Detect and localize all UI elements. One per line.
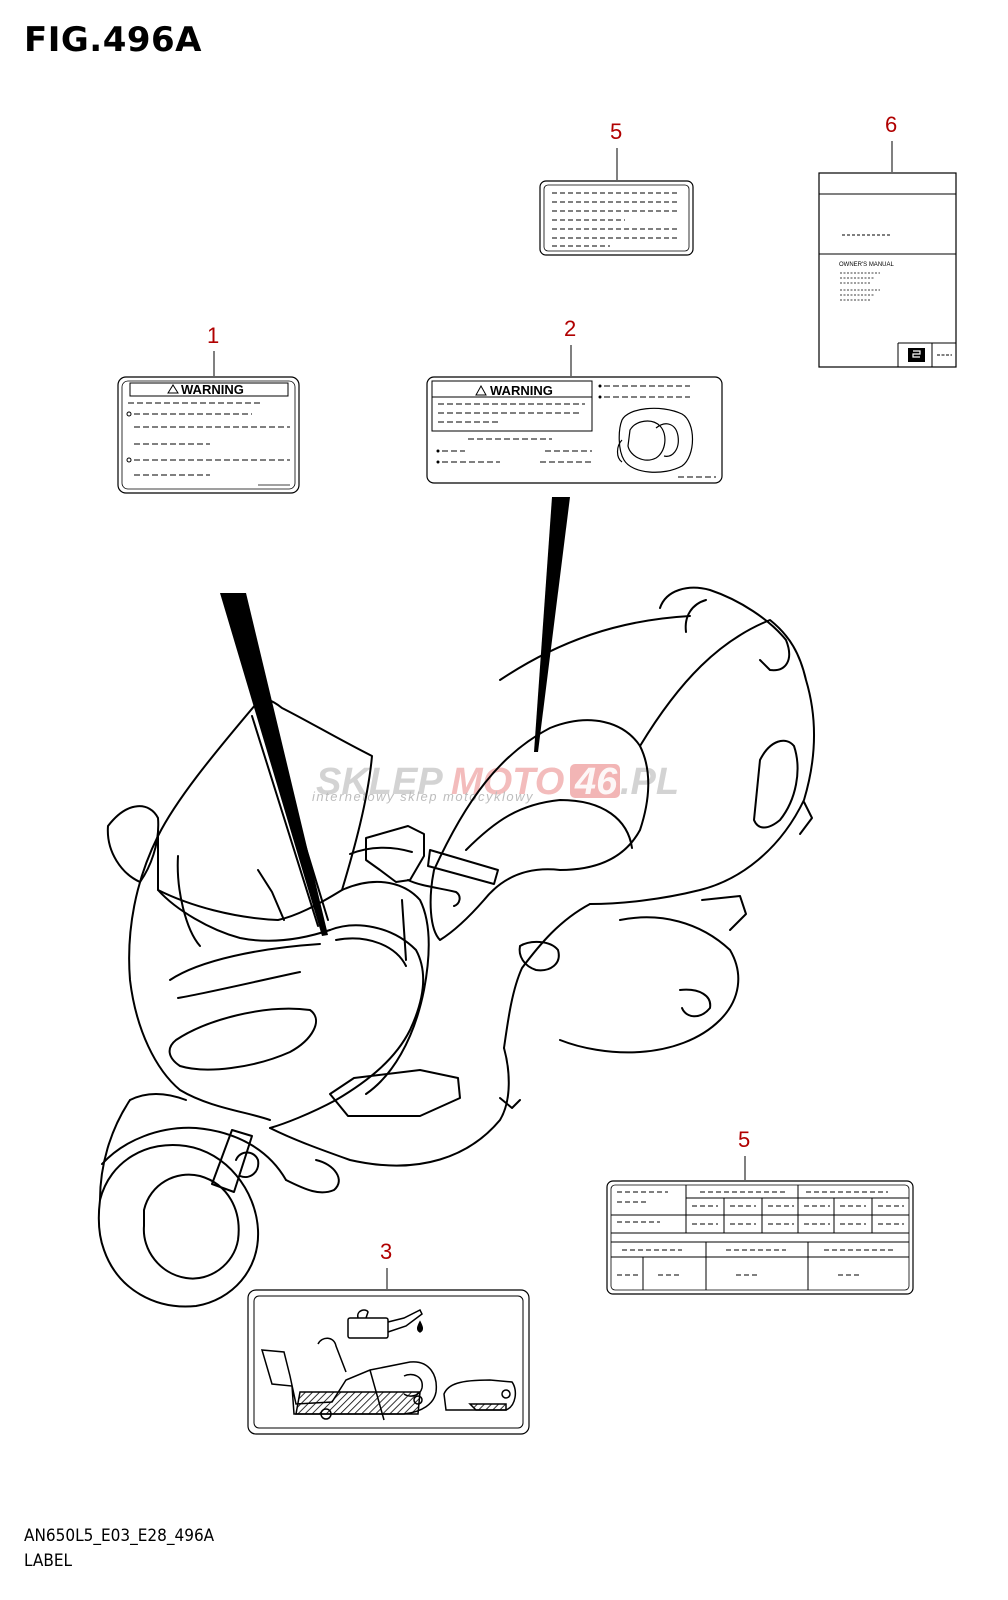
label-2-heading: WARNING: [490, 383, 553, 398]
part-6: 6 OWNER'S MANUAL: [818, 112, 957, 368]
wedge-label-2: [534, 497, 570, 752]
wedge-label-1: [220, 593, 328, 936]
part-3: 3: [247, 1239, 530, 1435]
label-5-outer: [606, 1180, 914, 1295]
watermark-brand-d: .PL: [620, 761, 679, 803]
callout-1: 1: [207, 323, 219, 348]
label-5-grid: [611, 1185, 909, 1290]
watermark-tagline: internetowy sklep motocyklowy: [312, 789, 534, 804]
label-1-heading: WARNING: [181, 382, 244, 397]
scooter-illustration: [97, 586, 815, 1308]
watermark: SKLEP MOTO 46 .PL internetowy sklep moto…: [312, 761, 679, 804]
figure-caption: LABEL: [24, 1551, 73, 1571]
model-code: AN650L5_E03_E28_496A: [24, 1526, 215, 1546]
label-3-outer: [247, 1289, 530, 1435]
helmet-icon: [616, 407, 693, 473]
manual-6-title: OWNER'S MANUAL: [839, 262, 894, 268]
figure-title: FIG.496A: [24, 20, 202, 60]
part-5: 5: [606, 1127, 914, 1295]
dipstick-icon: [443, 1379, 517, 1411]
watermark-badge: [570, 764, 620, 798]
watermark-brand-b: MOTO: [451, 761, 564, 803]
watermark-brand-c: 46: [574, 761, 618, 803]
label-4-inner: [543, 184, 690, 252]
label-2-outer: [426, 376, 723, 484]
callout-6: 6: [885, 112, 897, 137]
leader-wedges: [220, 497, 570, 936]
label-4-outer: [539, 180, 694, 256]
part-4: 5: [539, 119, 694, 256]
callout-2: 2: [564, 316, 576, 341]
label-4-text-lines: [552, 192, 680, 247]
warning-triangle-icon: [167, 384, 179, 394]
callout-3: 3: [380, 1239, 392, 1264]
label-1-outer: [117, 376, 300, 494]
manual-6-cover: [818, 172, 957, 368]
part-1: 1 WARNING: [117, 323, 300, 494]
brand-logo-icon: [908, 348, 925, 362]
warning-triangle-icon: [475, 384, 487, 396]
oil-can-icon: [347, 1308, 424, 1339]
callout-5: 5: [738, 1127, 750, 1152]
engine-crankcase-icon: [260, 1337, 438, 1421]
part-2: 2 WARNING: [426, 316, 723, 484]
watermark-brand-a: SKLEP: [316, 761, 443, 803]
callout-4: 5: [610, 119, 622, 144]
